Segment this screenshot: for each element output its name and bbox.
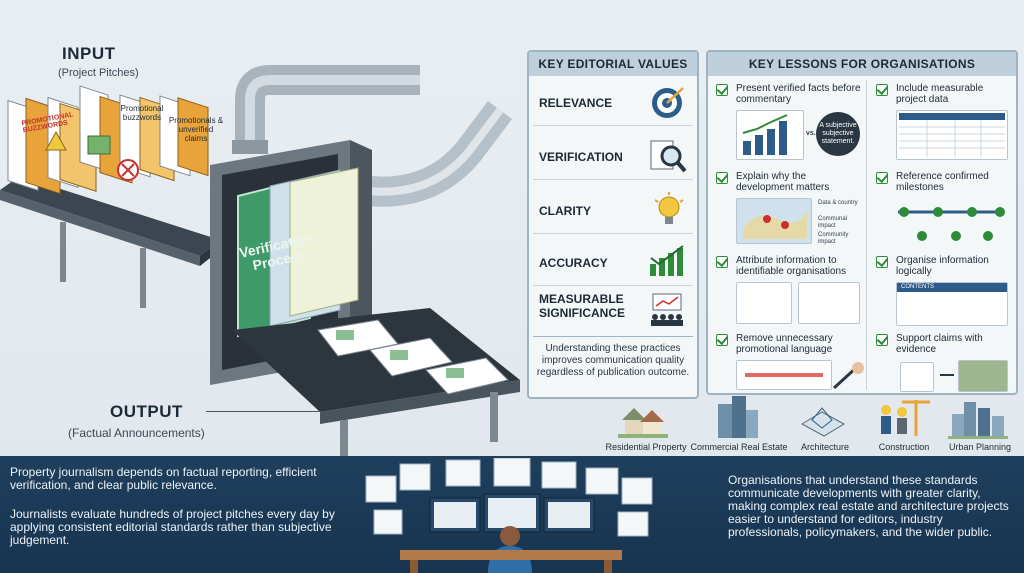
letter-card-1: [736, 282, 792, 324]
category-label-urban-planning: Urban Planning: [948, 442, 1012, 452]
subjective-bubble: A subjective subjective statement.: [816, 112, 860, 156]
crane-workers-icon: [881, 400, 930, 436]
office-towers-icon: [718, 396, 758, 438]
check-icon: [876, 172, 888, 184]
lessons-heading: KEY LESSONS FOR ORGANISATIONS: [708, 52, 1016, 76]
pen-hand-icon: [832, 362, 864, 390]
map-card: [736, 198, 812, 244]
lesson-item-text: Present verified facts before commentary: [736, 83, 861, 105]
building-photo-icon: [958, 360, 1008, 392]
facts-chart-card: [736, 110, 804, 160]
map-pin-icon: [743, 211, 807, 239]
city-icon: [948, 402, 1008, 439]
bottom-right-paragraph: Organisations that understand these stan…: [728, 473, 1009, 539]
check-icon: [716, 172, 728, 184]
lesson-item-text: Explain why the development matters: [736, 171, 830, 193]
category-label-architecture: Architecture: [800, 442, 850, 452]
check-icon: [716, 84, 728, 96]
value-row-verification: VERIFICATION: [533, 134, 693, 180]
map-legend-1: Data & country: [818, 200, 858, 206]
value-label: ACCURACY: [539, 256, 608, 270]
milestones-timeline-icon: [898, 207, 1005, 241]
value-label: MEASURABLE SIGNIFICANCE: [539, 292, 626, 320]
presentation-icon: [651, 293, 683, 326]
check-icon: [876, 256, 888, 268]
check-icon: [876, 84, 888, 96]
evidence-doc-icon: [900, 362, 934, 392]
output-pointer-line: [206, 411, 336, 412]
contents-label: CONTENTS: [897, 283, 1007, 292]
map-legend-3: Community impact: [818, 232, 849, 245]
lesson-item-text: Include measurable project data: [896, 83, 984, 105]
lesson-item-text: Organise information logically: [896, 255, 989, 277]
bar-chart-check-icon: [650, 245, 684, 276]
strikethrough-line: [745, 373, 823, 377]
check-icon: [716, 334, 728, 346]
value-row-accuracy: ACCURACY: [533, 240, 693, 286]
map-legend-2: Communal impact: [818, 216, 848, 229]
target-icon: [652, 87, 684, 118]
contents-card: CONTENTS: [896, 282, 1008, 326]
vs-label: vs.: [806, 130, 816, 137]
facts-bar-icon: [742, 114, 788, 155]
annotation-unverified: Promotionals & unverified claims: [168, 116, 224, 143]
value-label: CLARITY: [539, 204, 591, 218]
panel-divider: [533, 336, 693, 337]
lesson-item-text: Remove unnecessary promotional language: [736, 333, 833, 355]
data-table-card: [896, 110, 1008, 160]
input-title: INPUT: [62, 44, 116, 63]
value-label: VERIFICATION: [539, 150, 623, 164]
lesson-item-text: Attribute information to identifiable or…: [736, 255, 847, 277]
bottom-left-paragraph-2: Journalists evaluate hundreds of project…: [10, 507, 335, 547]
annotation-buzzwords: Promotional buzzwords: [120, 104, 164, 122]
value-row-measurable-significance: MEASURABLE SIGNIFICANCE: [533, 288, 693, 338]
table-icon: [899, 113, 1005, 157]
houses-icon: [618, 408, 668, 438]
magnifier-icon: [650, 140, 687, 173]
value-row-clarity: CLARITY: [533, 188, 693, 234]
value-row-relevance: RELEVANCE: [533, 80, 693, 126]
check-icon: [716, 256, 728, 268]
conveyor-illustration: [0, 65, 520, 456]
bottom-left-paragraph-1: Property journalism depends on factual r…: [10, 465, 317, 492]
category-label-residential: Residential Property: [605, 442, 687, 452]
output-subtitle: (Factual Announcements): [68, 426, 205, 440]
lesson-item-text: Support claims with evidence: [896, 333, 983, 355]
arrow-icon: [940, 374, 954, 376]
letter-card-2: [798, 282, 860, 324]
check-icon: [876, 334, 888, 346]
value-label: RELEVANCE: [539, 96, 613, 110]
output-title: OUTPUT: [110, 402, 183, 421]
category-label-construction: Construction: [878, 442, 930, 452]
redacted-text-card: [736, 360, 832, 390]
blueprint-icon: [800, 407, 846, 437]
lesson-item-text: Reference confirmed milestones: [896, 171, 989, 193]
lightbulb-icon: [654, 192, 684, 224]
input-subtitle: (Project Pitches): [58, 67, 139, 79]
editorial-values-note: Understanding these practices improves c…: [536, 343, 690, 378]
category-label-commercial: Commercial Real Estate: [690, 442, 788, 452]
lessons-column-divider: [866, 80, 867, 390]
editorial-values-heading: KEY EDITORIAL VALUES: [529, 52, 697, 76]
journalist-desk-illustration: [365, 458, 653, 573]
